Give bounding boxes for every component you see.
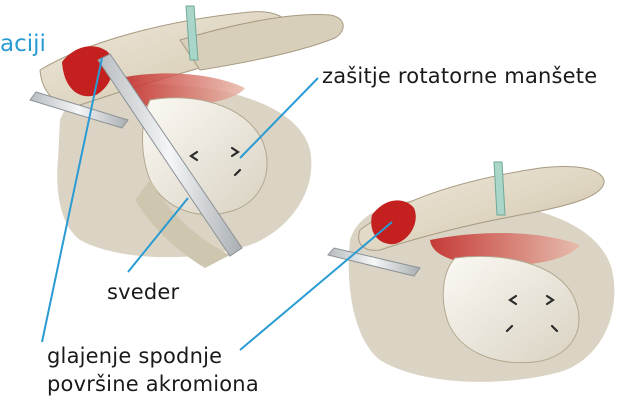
label-acromion-smoothing-line1: glajenje spodnje [47,342,259,370]
upper-shoulder-view [30,6,343,268]
title-fragment: aciji [0,30,46,58]
label-drill: sveder [107,279,179,305]
label-acromion-smoothing-line2: površine akromiona [47,370,259,398]
label-acromion-smoothing: glajenje spodnje površine akromiona [47,342,259,398]
lower-shoulder-view [328,162,614,382]
label-rotator-cuff-suture: zašitje rotatorne manšete [322,63,597,89]
